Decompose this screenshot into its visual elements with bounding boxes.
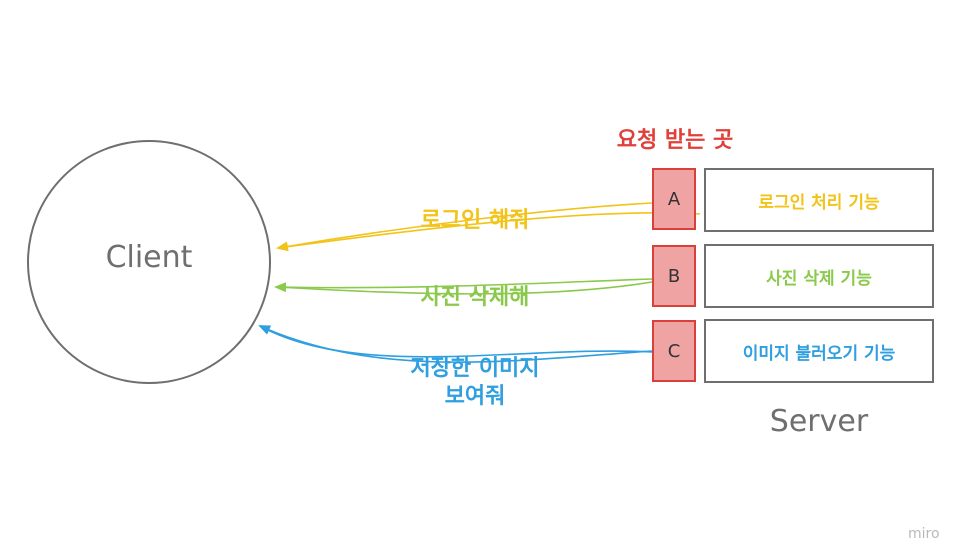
endpoint-c: C bbox=[652, 320, 696, 382]
server-label: Server bbox=[769, 404, 869, 439]
arrow-b-line-1 bbox=[274, 278, 653, 293]
endpoint-a: A bbox=[652, 168, 696, 230]
client-label: Client bbox=[105, 240, 193, 275]
arrow-c-label-line-2: 보여줘 bbox=[444, 384, 506, 409]
arrow-c-label-line-1: 저장한 이미지 bbox=[410, 356, 540, 381]
endpoint-b: B bbox=[652, 245, 696, 307]
receive-point-label: 요청 받는 곳 bbox=[616, 128, 734, 153]
arrow-a-label: 로그인 해줘 bbox=[420, 208, 530, 233]
miro-watermark: miro bbox=[908, 526, 940, 542]
arrow-c-line-2 bbox=[259, 325, 653, 358]
client-node bbox=[27, 140, 271, 384]
feature-login: 로그인 처리 기능 bbox=[704, 168, 934, 232]
arrow-c-label: 저장한 이미지 보여줘 bbox=[380, 355, 570, 411]
arrow-c-line-1 bbox=[258, 325, 653, 363]
feature-load-image: 이미지 불러오기 기능 bbox=[704, 319, 934, 383]
feature-delete-photo: 사진 삭제 기능 bbox=[704, 244, 934, 308]
arrow-b-line-2 bbox=[275, 281, 653, 295]
arrow-a-line-1 bbox=[276, 202, 653, 252]
arrow-b-label: 사진 삭제해 bbox=[420, 285, 530, 310]
